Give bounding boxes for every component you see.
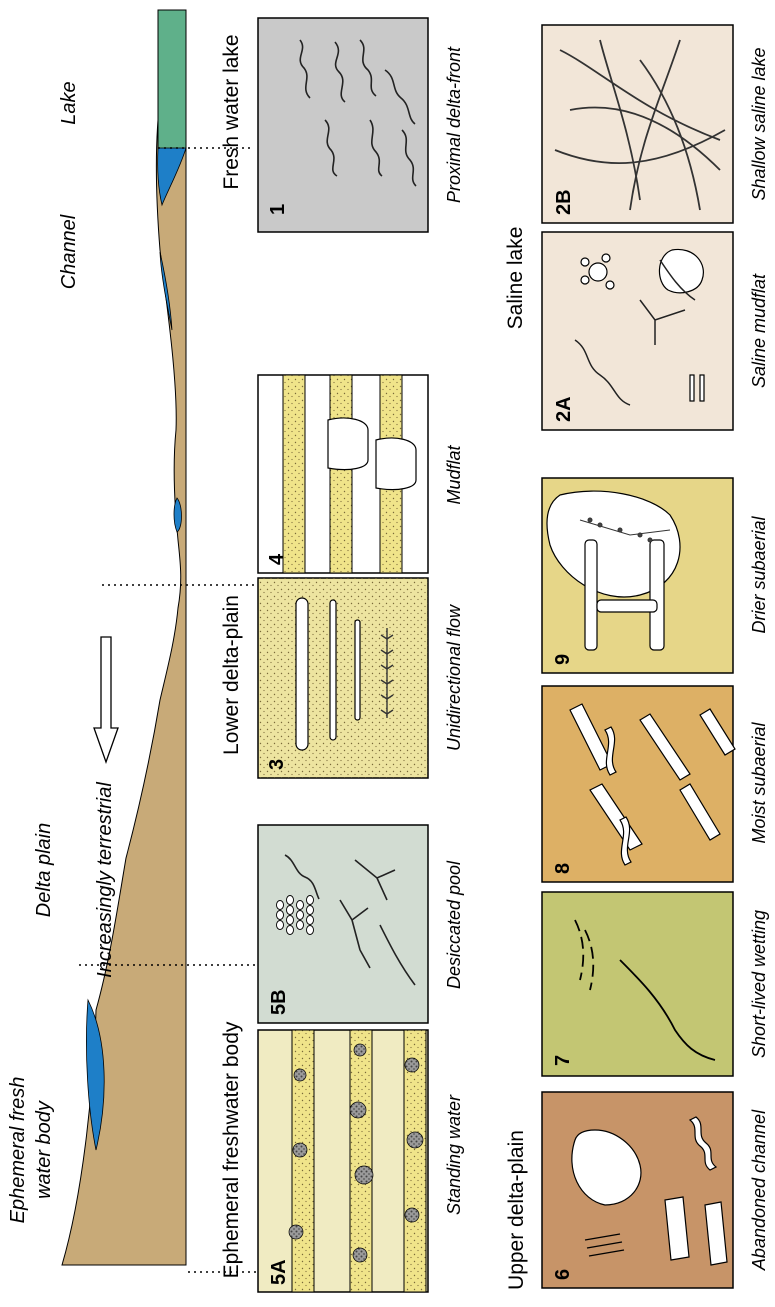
panel-5a-box <box>258 1030 428 1292</box>
group-label-fresh-water-lake: Fresh water lake <box>220 34 243 189</box>
panel-1: 1 <box>258 18 428 232</box>
panel-3: 3 <box>258 578 428 778</box>
cross-section-profile: Lake Channel Delta plain Increasingly te… <box>7 10 186 1265</box>
panel-5b: 5B <box>258 825 428 1023</box>
panel-6: 6 <box>542 1092 733 1288</box>
panel-6-number: 6 <box>552 1269 574 1280</box>
panel-7: 7 <box>542 892 733 1076</box>
panel-2a-number: 2A <box>553 396 575 422</box>
group-label-lower-delta-plain: Lower delta-plain <box>220 595 243 755</box>
profile-label-delta-plain: Delta plain <box>33 823 55 918</box>
profile-label-ephemeral-1: Ephemeral fresh <box>7 1077 29 1224</box>
panel-7-box <box>542 892 733 1076</box>
panel-1-caption: Proximal delta-front <box>444 46 464 203</box>
group-label-saline-lake: Saline lake <box>504 227 527 330</box>
panel-4-number: 4 <box>266 553 288 565</box>
profile-label-lake: Lake <box>58 81 80 124</box>
panel-5b-caption: Desiccated pool <box>444 860 464 989</box>
panel-8-number: 8 <box>552 863 574 874</box>
profile-label-trend: Increasingly terrestrial <box>94 782 116 978</box>
panel-9: 9 <box>542 478 733 673</box>
lake-water <box>158 10 186 150</box>
group-label-ephemeral-freshwater-body: Ephemeral freshwater body <box>220 1021 243 1278</box>
group-label-upper-delta-plain: Upper delta-plain <box>505 1130 528 1290</box>
panel-4-caption: Mudflat <box>444 444 464 504</box>
panel-2a: 2A <box>542 232 733 430</box>
sediment-body <box>62 10 186 1265</box>
panel-8-caption: Moist subaerial <box>749 721 769 843</box>
panel-1-number: 1 <box>267 204 289 215</box>
panel-5a: 5A <box>258 1030 428 1292</box>
profile-label-channel: Channel <box>58 214 80 289</box>
panel-2b: 2B <box>542 25 733 223</box>
panel-8: 8 <box>542 686 735 882</box>
panel-4: 4 <box>258 375 428 573</box>
panel-5a-number: 5A <box>268 1259 290 1285</box>
panel-9-number: 9 <box>552 654 574 665</box>
panel-5a-caption: Standing water <box>444 1094 464 1215</box>
terrestrial-arrow <box>94 637 118 762</box>
panel-9-caption: Drier subaerial <box>749 515 769 633</box>
panel-3-number: 3 <box>266 759 288 770</box>
panel-7-caption: Short-lived wetting <box>749 910 769 1058</box>
panel-3-sand-texture <box>258 578 428 778</box>
panel-7-number: 7 <box>552 1055 574 1066</box>
panel-5b-number: 5B <box>268 989 290 1015</box>
panel-2b-number: 2B <box>553 189 575 215</box>
panel-6-caption: Abandoned channel <box>749 1109 769 1271</box>
panel-3-caption: Unidirectional flow <box>444 604 464 751</box>
panel-6-box <box>542 1092 733 1288</box>
panel-2a-caption: Saline mudflat <box>749 273 769 388</box>
panel-2b-caption: Shallow saline lake <box>749 47 769 200</box>
profile-label-ephemeral-2: water body <box>33 1100 55 1199</box>
panel-1-box <box>258 18 428 232</box>
